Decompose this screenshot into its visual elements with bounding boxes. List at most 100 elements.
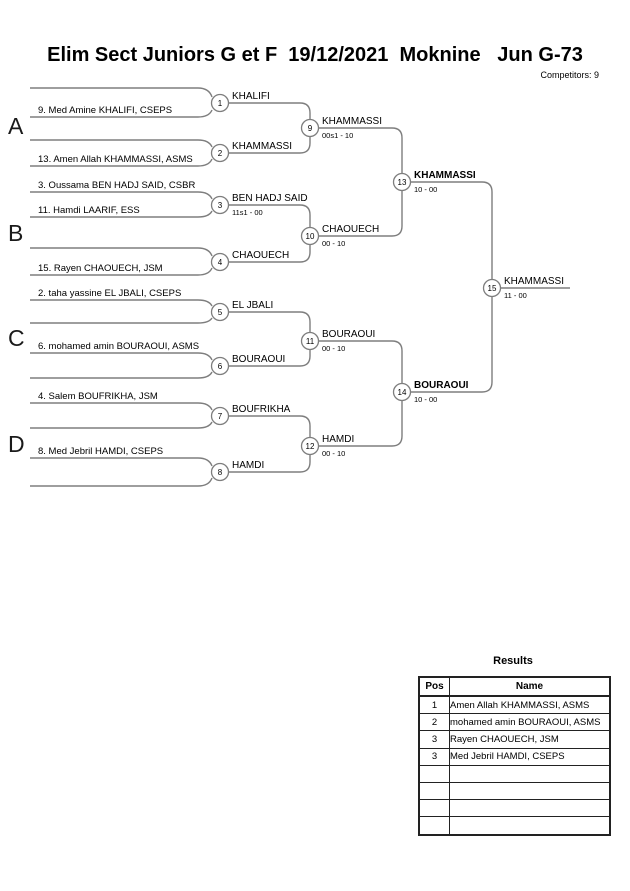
match-2-top-line (30, 139, 213, 148)
match-1-winner: KHALIFI (232, 91, 270, 102)
result-pos (418, 764, 450, 783)
match-9-number: 9 (308, 124, 313, 133)
match-3-winner-line (228, 204, 311, 228)
match-5-number: 5 (218, 308, 223, 317)
match-13-circle (392, 172, 412, 192)
result-pos: 2 (418, 713, 450, 732)
match-6-bottom-line (30, 371, 213, 379)
match-6-number: 6 (218, 362, 223, 371)
match-10-score: 00 - 10 (322, 239, 345, 248)
match-14-number: 14 (398, 388, 407, 397)
section-label-a: A (8, 113, 24, 139)
match-12-circle (300, 436, 320, 456)
match-5-winner: EL JBALI (232, 300, 273, 311)
match-4-bottom-line (30, 267, 213, 276)
match-12-number: 12 (306, 442, 315, 451)
table-row: 3 Med Jebril HAMDI, CSEPS (418, 747, 611, 766)
match-11-score: 00 - 10 (322, 344, 345, 353)
match-9-circle (300, 118, 320, 138)
match-3-bottom-line (30, 210, 213, 218)
result-name: Amen Allah KHAMMASSI, ASMS (449, 695, 611, 715)
match-5-winner-line (228, 311, 311, 333)
results-col-name: Name (449, 676, 611, 697)
table-row: 3 Rayen CHAOUECH, JSM (418, 730, 611, 749)
match-5-bottom-line (30, 317, 213, 324)
result-name: Med Jebril HAMDI, CSEPS (449, 747, 611, 766)
match-13-winner-line (410, 181, 493, 280)
match-12-winner-line (318, 400, 403, 447)
player-name: 3. Oussama BEN HADJ SAID, CSBR (38, 180, 195, 191)
player-name: 4. Salem BOUFRIKHA, JSM (38, 391, 158, 402)
table-row (418, 816, 611, 835)
match-13-score: 10 - 00 (414, 185, 437, 194)
match-8-top-line (30, 457, 213, 467)
result-name (449, 816, 611, 835)
match-14-score: 10 - 00 (414, 395, 437, 404)
match-7-top-line (30, 402, 213, 411)
player-name: 13. Amen Allah KHAMMASSI, ASMS (38, 154, 193, 165)
match-8-number: 8 (218, 468, 223, 477)
match-10-number: 10 (306, 232, 315, 241)
table-row (418, 764, 611, 783)
match-3-top-line (30, 191, 213, 200)
match-7-winner-line (228, 415, 311, 438)
match-7-winner: BOUFRIKHA (232, 404, 291, 415)
match-10-winner: CHAOUECH (322, 224, 379, 235)
result-pos: 3 (418, 730, 450, 749)
match-9-winner-line (318, 127, 403, 174)
match-11-winner: BOURAOUI (322, 329, 375, 340)
match-6-winner-line (228, 349, 311, 367)
match-2-winner-line (228, 136, 311, 154)
competitors-count: Competitors: 9 (540, 70, 599, 80)
page-title: Elim Sect Juniors G et F 19/12/2021 Mokn… (47, 44, 583, 66)
match-5-top-line (30, 299, 213, 307)
result-pos (418, 816, 450, 835)
match-2-number: 2 (218, 149, 223, 158)
match-8-winner: HAMDI (232, 460, 264, 471)
player-name: 2. taha yassine EL JBALI, CSEPS (38, 288, 181, 299)
match-4-winner-line (228, 244, 311, 263)
match-11-number: 11 (306, 337, 315, 346)
match-4-top-line (30, 247, 213, 257)
result-pos (418, 799, 450, 818)
match-1-winner-line (228, 102, 311, 120)
match-1-circle (210, 93, 230, 113)
match-14-winner-line (410, 296, 493, 393)
results-table: Pos Name 1 Amen Allah KHAMMASSI, ASMS 2 … (418, 676, 611, 836)
match-9-winner: KHAMMASSI (322, 116, 382, 127)
player-name: 11. Hamdi LAARIF, ESS (38, 205, 140, 216)
results-col-pos: Pos (418, 676, 450, 697)
result-name (449, 781, 611, 801)
result-name: mohamed amin BOURAOUI, ASMS (449, 713, 611, 732)
match-8-circle (210, 462, 230, 482)
match-8-winner-line (228, 454, 311, 473)
match-5-circle (210, 302, 230, 322)
match-11-circle (300, 331, 320, 351)
player-name: 8. Med Jebril HAMDI, CSEPS (38, 446, 163, 457)
bracket-diagram: A B C D (8, 87, 570, 487)
table-row (418, 799, 611, 818)
match-8-bottom-line (30, 477, 213, 487)
match-15-circle (482, 278, 502, 298)
table-row (418, 781, 611, 801)
match-2-winner: KHAMMASSI (232, 141, 292, 152)
match-14-winner: BOURAOUI (414, 380, 469, 391)
match-15-number: 15 (488, 284, 497, 293)
match-3-number: 3 (218, 201, 223, 210)
results-header-row: Pos Name (418, 676, 611, 697)
player-name: 15. Rayen CHAOUECH, JSM (38, 263, 163, 274)
match-3-winner: BEN HADJ SAID (232, 193, 308, 204)
match-3-circle (210, 195, 230, 215)
match-4-winner: CHAOUECH (232, 250, 289, 261)
result-name (449, 764, 611, 783)
match-6-winner: BOURAOUI (232, 354, 285, 365)
match-13-winner: KHAMMASSI (414, 170, 476, 181)
match-4-circle (210, 252, 230, 272)
section-label-d: D (8, 431, 25, 457)
match-10-circle (300, 226, 320, 246)
result-pos: 1 (418, 695, 450, 715)
match-11-winner-line (318, 340, 403, 384)
match-7-bottom-line (30, 421, 213, 429)
match-7-number: 7 (218, 412, 223, 421)
